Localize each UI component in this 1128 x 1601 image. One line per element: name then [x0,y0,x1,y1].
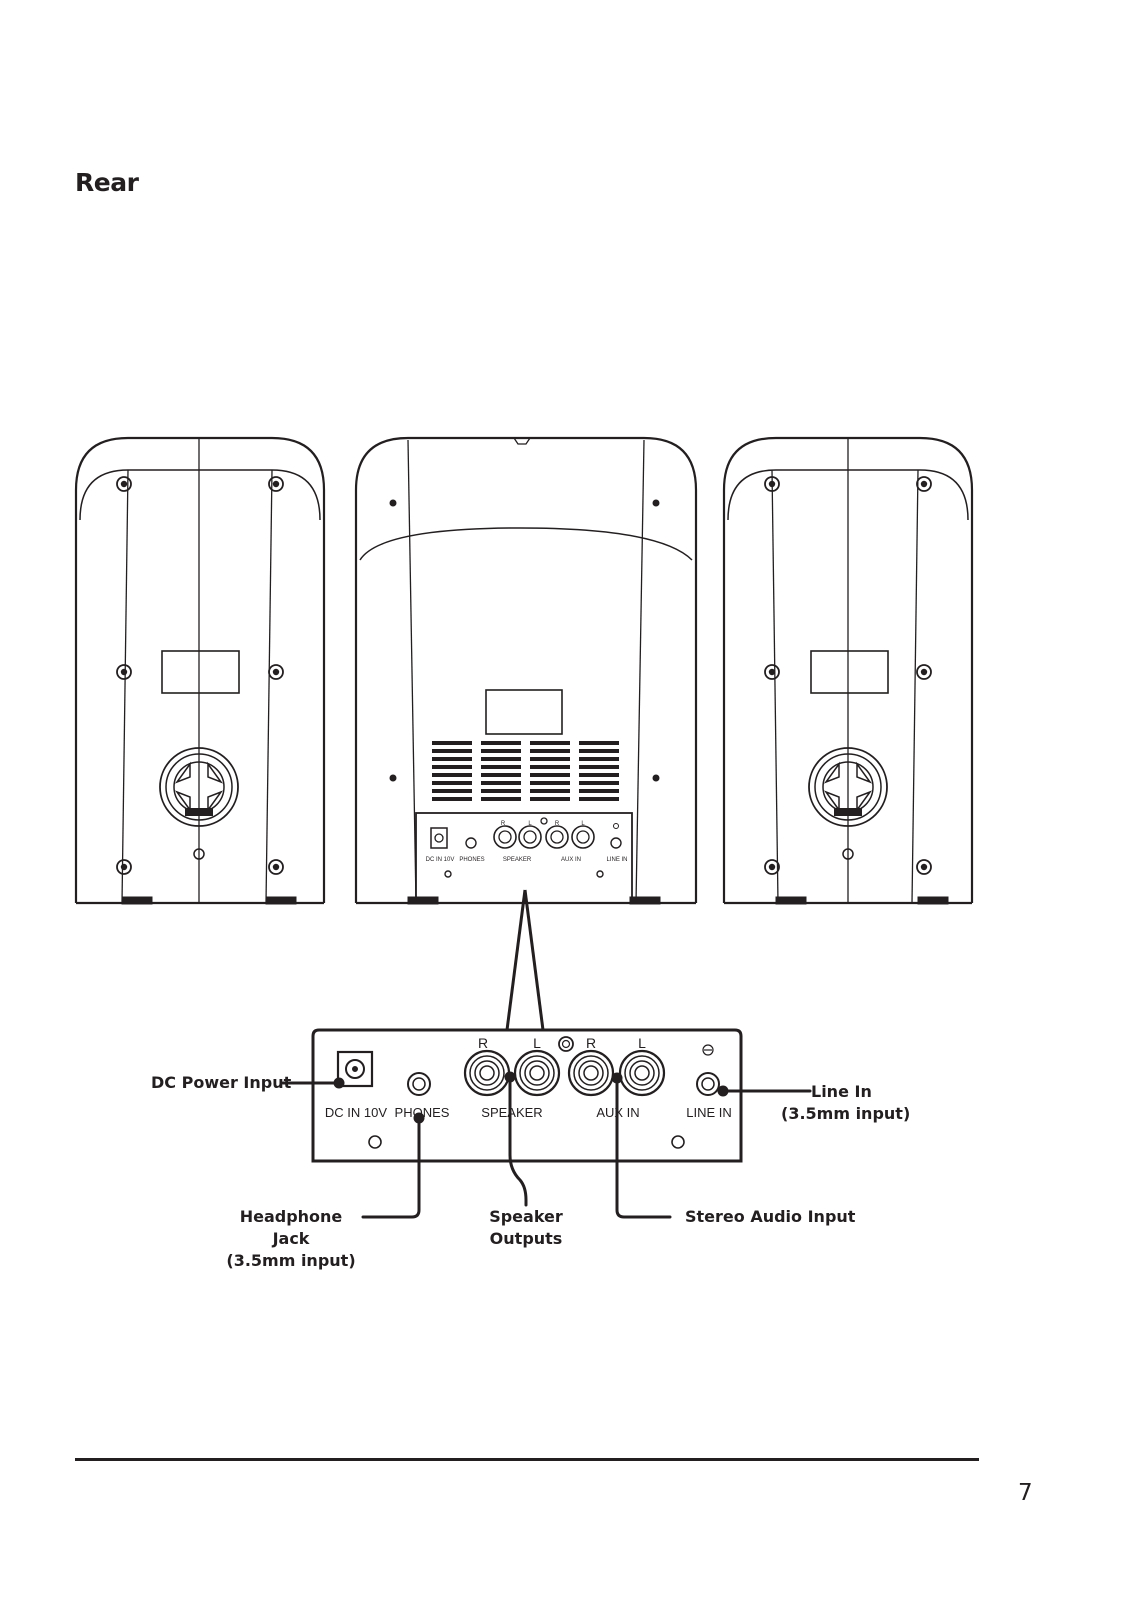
callout-stereo-audio-input: Stereo Audio Input [685,1207,856,1226]
jack-letter-r: R [586,1035,596,1051]
callout-line-in-title: Line In [811,1082,872,1101]
vent-grille-4 [579,741,619,801]
vent-grille-3 [530,741,570,801]
small-jack-letter: L [528,821,532,827]
small-jack-letter: R [501,821,506,827]
callout-line-in-detail: (3.5mm input) [781,1104,911,1123]
small-jack-letter: L [581,821,585,827]
jack-letter-r: R [478,1035,488,1051]
zoom-lines [505,889,545,1031]
callout-dc-power-input: DC Power Input [151,1073,292,1092]
small-label-phones: PHONES [459,857,484,863]
callout-speaker-title: Speaker [489,1207,563,1226]
footer-rule [75,1458,979,1461]
left-speaker [74,436,326,905]
jack-letter-l: L [533,1035,541,1051]
jack-letter-l: L [638,1035,646,1051]
label-phones: PHONES [395,1105,450,1120]
small-panel-labels: R L R L DC IN 10V PHONES SPEAKER AUX IN … [426,821,628,863]
enlarged-panel-labels: R L R L DC IN 10V PHONES SPEAKER AUX IN … [325,1035,732,1120]
vent-grille-2 [481,741,521,801]
enlarged-connector-panel [311,1028,743,1163]
right-speaker [722,436,974,905]
small-label-speaker: SPEAKER [503,857,532,863]
section-heading: Rear [75,168,139,197]
callout-dots [333,1071,729,1124]
callout-leaders [281,1075,812,1219]
small-label-line-in: LINE IN [606,857,627,863]
main-unit [354,436,698,905]
page-number: 7 [1018,1480,1033,1506]
vent-grille-1 [432,741,472,801]
small-connector-panel [430,817,622,849]
small-label-aux-in: AUX IN [561,857,581,863]
label-speaker: SPEAKER [481,1105,542,1120]
small-label-dc-in: DC IN 10V [426,857,455,863]
callout-headphone-jack: Jack [272,1229,310,1248]
label-dc-in: DC IN 10V [325,1105,387,1120]
callout-speaker-outputs: Outputs [489,1229,563,1248]
callout-headphone-title: Headphone [239,1207,343,1226]
small-jack-letter: R [555,821,560,827]
callout-headphone-detail: (3.5mm input) [226,1251,356,1270]
label-line-in: LINE IN [686,1105,732,1120]
